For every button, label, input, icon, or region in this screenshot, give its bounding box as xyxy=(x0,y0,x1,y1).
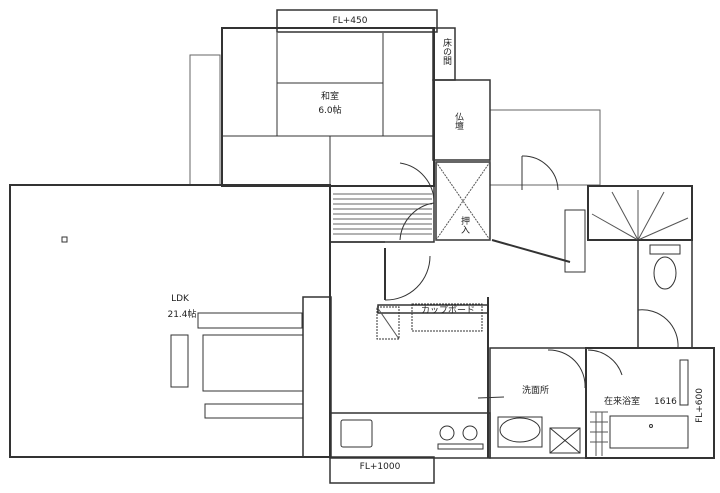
oshiire-label: 押入 xyxy=(459,216,469,234)
room-size-ldk: 21.4帖 xyxy=(167,310,197,320)
room-name-washitsu: 和室 xyxy=(320,92,339,102)
floor-level-top: FL+450 xyxy=(332,16,368,26)
room-size-washitsu: 6.0帖 xyxy=(318,106,342,116)
tokonoma-label: 床の間 xyxy=(441,38,451,65)
room-name-ldk: LDK xyxy=(171,294,189,304)
room-name-washroom: 洗面所 xyxy=(522,386,550,396)
cupboard-label: カップボード xyxy=(421,306,476,316)
room-name-bath: 在来浴室 xyxy=(604,397,641,407)
floor-level-right: FL+600 xyxy=(695,388,705,423)
bath-size: 1616 xyxy=(654,397,677,407)
butsudan-label: 仏壇 xyxy=(453,112,463,130)
floor-level-bottom: FL+1000 xyxy=(359,462,401,472)
